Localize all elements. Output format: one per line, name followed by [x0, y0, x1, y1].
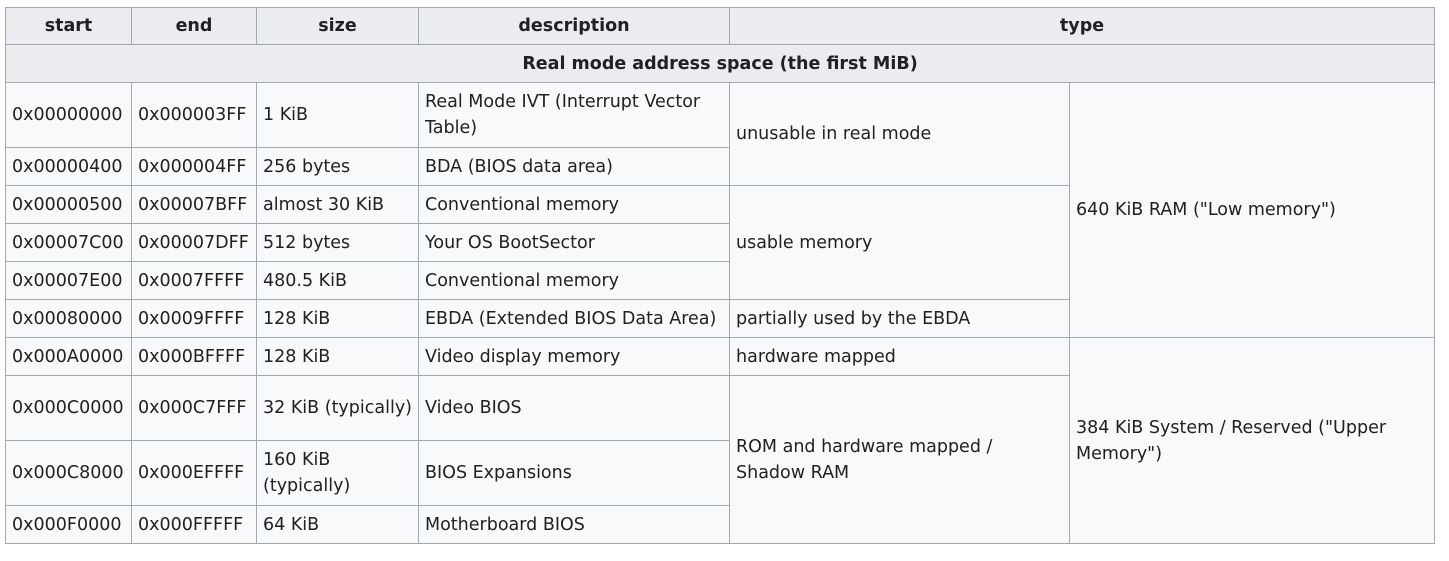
- usage-cell: usable memory: [729, 185, 1070, 300]
- table-row: 0x00080000 0x0009FFFF 128 KiB EBDA (Exte…: [5, 299, 1435, 338]
- end-cell: 0x0007FFFF: [131, 261, 257, 300]
- end-cell: 0x0009FFFF: [131, 299, 257, 338]
- description-cell: Video BIOS: [418, 375, 730, 441]
- section-row: Real mode address space (the first MiB): [4, 44, 1436, 83]
- table-row: 0x000F0000 0x000FFFFF 64 KiB Motherboard…: [5, 505, 1435, 544]
- type-cell: 384 KiB System / Reserved ("Upper Memory…: [1068, 337, 1436, 544]
- table-row: 0x00000500 0x00007BFF almost 30 KiB Conv…: [5, 185, 1435, 300]
- size-cell: 64 KiB: [256, 505, 419, 544]
- end-cell: 0x000EFFFF: [131, 440, 257, 506]
- usage-cell: partially used by the EBDA: [729, 299, 1070, 338]
- table-row: 0x00000000 0x000003FF 1 KiB Real Mode IV…: [5, 82, 1436, 338]
- end-cell: 0x000004FF: [131, 147, 257, 186]
- description-cell: Motherboard BIOS: [418, 505, 730, 544]
- size-cell: 128 KiB: [256, 299, 419, 338]
- end-cell: 0x00007DFF: [131, 223, 257, 262]
- start-cell: 0x000F0000: [5, 505, 132, 544]
- size-cell: 1 KiB: [256, 82, 419, 148]
- description-cell: EBDA (Extended BIOS Data Area): [418, 299, 730, 338]
- start-cell: 0x00080000: [5, 299, 132, 338]
- description-cell: Real Mode IVT (Interrupt Vector Table): [418, 82, 730, 148]
- column-header-start: start: [5, 7, 132, 45]
- table-row: 0x00007E00 0x0007FFFF 480.5 KiB Conventi…: [5, 261, 1435, 300]
- description-cell: Conventional memory: [418, 261, 730, 300]
- size-cell: 128 KiB: [256, 337, 419, 376]
- description-cell: BIOS Expansions: [418, 440, 730, 506]
- column-header-type: type: [728, 7, 1436, 45]
- start-cell: 0x000C0000: [5, 375, 132, 441]
- usage-cell: hardware mapped: [729, 337, 1070, 376]
- start-cell: 0x000A0000: [5, 337, 132, 376]
- start-cell: 0x000C8000: [5, 440, 132, 506]
- column-header-end: end: [131, 7, 257, 45]
- table-row: 0x00007C00 0x00007DFF 512 bytes Your OS …: [5, 223, 1435, 262]
- description-cell: BDA (BIOS data area): [418, 147, 730, 186]
- column-header-description: description: [418, 7, 730, 45]
- start-cell: 0x00000400: [5, 147, 132, 186]
- description-cell: Video display memory: [418, 337, 730, 376]
- start-cell: 0x00007C00: [5, 223, 132, 262]
- size-cell: 480.5 KiB: [256, 261, 419, 300]
- end-cell: 0x000FFFFF: [131, 505, 257, 544]
- table-row: 0x000A0000 0x000BFFFF 128 KiB Video disp…: [5, 337, 1436, 544]
- start-cell: 0x00000500: [5, 185, 132, 224]
- start-cell: 0x00007E00: [5, 261, 132, 300]
- size-cell: 512 bytes: [256, 223, 419, 262]
- table-row: 0x000C8000 0x000EFFFF 160 KiB (typically…: [5, 440, 1435, 506]
- size-cell: 256 bytes: [256, 147, 419, 186]
- column-header-size: size: [256, 7, 419, 45]
- type-cell: 640 KiB RAM ("Low memory"): [1068, 82, 1436, 338]
- table-row: 0x000C0000 0x000C7FFF 32 KiB (typically)…: [5, 375, 1435, 544]
- table-row: 0x00000400 0x000004FF 256 bytes BDA (BIO…: [5, 147, 1435, 186]
- size-cell: 32 KiB (typically): [256, 375, 419, 441]
- header-row: start end size description type: [5, 7, 1436, 45]
- usage-cell: unusable in real mode: [729, 82, 1070, 186]
- end-cell: 0x000BFFFF: [131, 337, 257, 376]
- start-cell: 0x00000000: [5, 82, 132, 148]
- size-cell: almost 30 KiB: [256, 185, 419, 224]
- memory-map-table: start end size description type Real mod…: [4, 7, 1436, 544]
- usage-cell: ROM and hardware mapped / Shadow RAM: [729, 375, 1070, 544]
- section-title: Real mode address space (the first MiB): [4, 44, 1436, 83]
- description-cell: Conventional memory: [418, 185, 730, 224]
- end-cell: 0x000003FF: [131, 82, 257, 148]
- size-cell: 160 KiB (typically): [256, 440, 419, 506]
- description-cell: Your OS BootSector: [418, 223, 730, 262]
- end-cell: 0x00007BFF: [131, 185, 257, 224]
- end-cell: 0x000C7FFF: [131, 375, 257, 441]
